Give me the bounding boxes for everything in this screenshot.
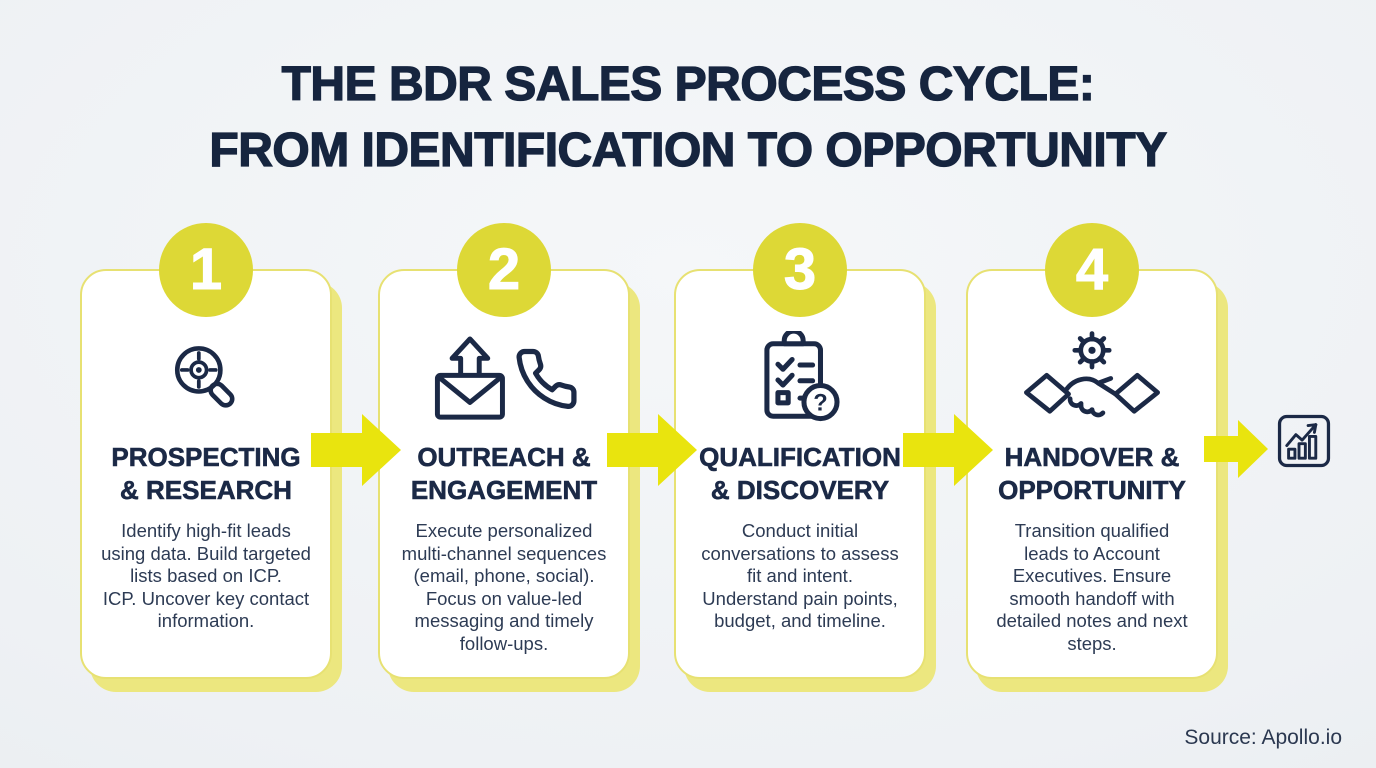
- step-number-badge: 2: [457, 223, 551, 317]
- step-number-badge: 1: [159, 223, 253, 317]
- handshake-gear-icon: [968, 329, 1216, 431]
- step-number: 2: [487, 237, 521, 302]
- flow-arrow-icon: [1204, 420, 1268, 478]
- step-number: 1: [189, 237, 223, 302]
- growth-chart-icon: [1277, 414, 1331, 468]
- target-search-icon: [82, 329, 330, 431]
- step-number-badge: 4: [1045, 223, 1139, 317]
- step-card-outreach-engagement: 2 OUTREACH & ENGAGEMENT Execute personal…: [378, 223, 630, 679]
- flow-arrow-icon: [607, 414, 697, 486]
- source-credit: Source: Apollo.io: [1184, 726, 1342, 749]
- step-description: Identify high-fit leads using data. Buil…: [101, 520, 311, 632]
- step-card-handover-opportunity: 4: [966, 223, 1218, 679]
- step-number: 3: [783, 237, 817, 302]
- step-number: 4: [1075, 237, 1109, 302]
- checklist-question-icon: ?: [676, 329, 924, 431]
- email-phone-icon: [380, 329, 628, 431]
- step-title: QUALIFICATION & DISCOVERY: [699, 442, 901, 505]
- step-description: Conduct initial conversations to assess …: [701, 520, 899, 632]
- step-title: PROSPECTING & RESEARCH: [111, 442, 301, 505]
- step-title: OUTREACH & ENGAGEMENT: [410, 442, 598, 505]
- step-description: Execute personalized multi-channel seque…: [401, 520, 607, 654]
- title-line-1: THE BDR SALES PROCESS CYCLE:: [281, 57, 1096, 111]
- step-description: Transition qualified leads to Account Ex…: [996, 520, 1188, 654]
- question-mark-glyph: ?: [813, 391, 827, 417]
- step-card-qualification-discovery: ? 3 QUALIFICATION & DISCOVERY Conduct in…: [674, 223, 926, 679]
- flow-arrow-icon: [311, 414, 401, 486]
- title-line-2: FROM IDENTIFICATION TO OPPORTUNITY: [209, 124, 1168, 178]
- step-number-badge: 3: [753, 223, 847, 317]
- flow-arrow-icon: [903, 414, 993, 486]
- step-title: HANDOVER & OPPORTUNITY: [998, 442, 1186, 505]
- page-title: THE BDR SALES PROCESS CYCLE: FROM IDENTI…: [0, 52, 1376, 184]
- step-card-prospecting-research: 1 PROSPECTING & RESEARCH Identify high-f…: [80, 223, 332, 679]
